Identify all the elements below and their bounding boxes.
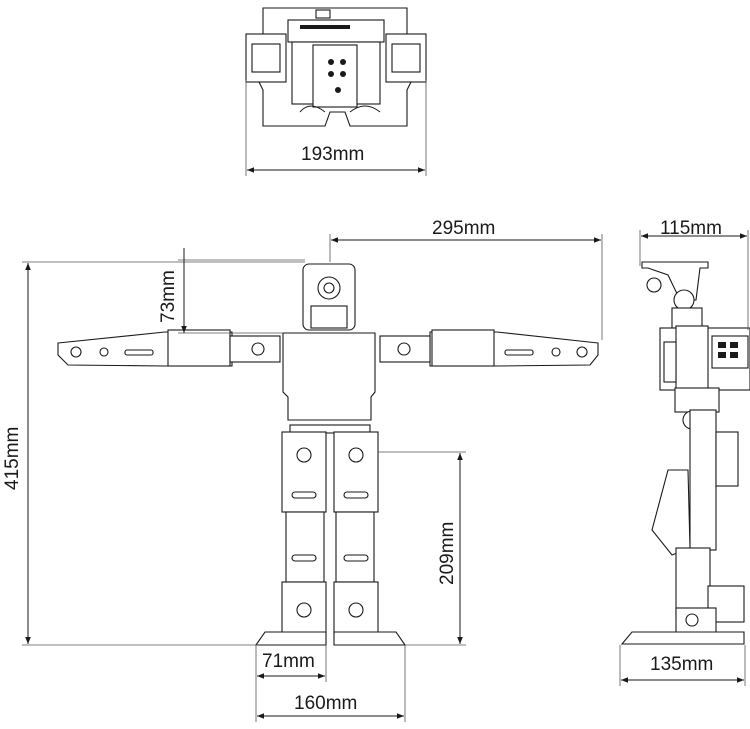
dim-total-height: 415mm <box>2 427 23 490</box>
dim-top-width: 193mm <box>301 144 364 165</box>
dim-head-height: 73mm <box>158 270 179 323</box>
dim-arm-span-half: 295mm <box>432 218 495 239</box>
side-view <box>620 261 750 645</box>
dim-depth-top: 115mm <box>660 218 722 239</box>
top-view <box>245 7 427 127</box>
dim-foot-gap: 71mm <box>262 651 315 672</box>
dim-leg-height: 209mm <box>437 522 458 585</box>
front-view <box>57 263 599 646</box>
dim-foot-length: 135mm <box>650 654 713 675</box>
dim-stance-width: 160mm <box>294 693 357 714</box>
